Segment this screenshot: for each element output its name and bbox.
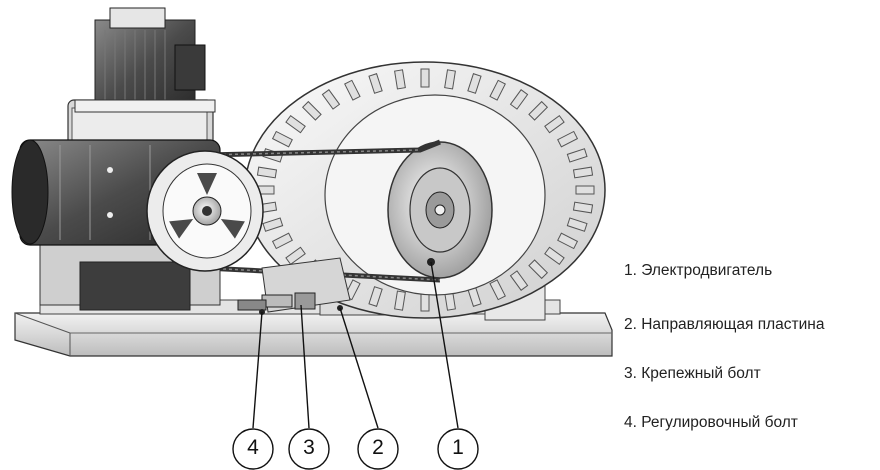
gear-tooth — [575, 185, 595, 195]
gear-tooth — [509, 89, 529, 110]
guide-plate-assembly — [237, 257, 351, 315]
gear-tooth — [420, 292, 430, 312]
callout-circle-4 — [232, 428, 274, 470]
gear-tooth — [557, 232, 579, 250]
pulley-spoke — [169, 219, 194, 239]
gear-tooth — [344, 79, 361, 101]
pulley-spoke — [220, 219, 245, 239]
gear-tooth — [271, 232, 293, 250]
gear-tooth — [566, 217, 588, 232]
gear-tooth — [444, 69, 456, 90]
gear-tooth — [572, 201, 594, 214]
large-drum — [244, 61, 606, 319]
callout-label-1: 1 — [452, 436, 464, 459]
top-motor — [74, 7, 216, 113]
leader-line-1 — [430, 261, 459, 429]
gear-tooth — [566, 148, 588, 163]
leader-lines — [252, 261, 459, 429]
gear-tooth — [467, 73, 482, 94]
legend-item-fastening-bolt: 3. Крепежный болт — [624, 365, 761, 382]
callout-circle-1 — [437, 428, 479, 470]
gear-tooth — [262, 217, 284, 232]
legend-item-adjusting-bolt: 4. Регулировочный болт — [624, 414, 798, 431]
leader-line-3 — [300, 304, 310, 429]
callout-circle-2 — [357, 428, 399, 470]
gear-tooth — [271, 130, 293, 148]
gear-tooth — [394, 290, 406, 311]
gear-tooth — [489, 79, 506, 101]
gear-tooth — [509, 270, 529, 291]
gear-tooth — [321, 89, 341, 110]
gear-tooth — [489, 279, 506, 301]
gear-tooth — [368, 286, 383, 307]
legend-item-motor: 1. Электродвигатель — [624, 262, 773, 279]
gear-tooth — [544, 246, 565, 266]
leader-line-2 — [339, 307, 379, 429]
gear-tooth — [285, 246, 306, 266]
gear-tooth — [420, 68, 430, 88]
callout-label-3: 3 — [303, 436, 315, 459]
gear-tooth — [256, 166, 278, 179]
callout-circle-3 — [288, 428, 330, 470]
legend-item-guide-plate: 2. Направляющая пластина — [624, 316, 825, 333]
leader-line-4 — [252, 311, 263, 429]
gear-tooth — [528, 259, 549, 280]
gear-tooth — [368, 73, 383, 94]
small-pulley — [146, 150, 264, 272]
gear-tooth — [557, 130, 579, 148]
gear-tooth — [528, 100, 549, 121]
pulley-spoke — [197, 173, 217, 195]
callout-label-2: 2 — [372, 436, 384, 459]
gear-tooth — [572, 166, 594, 179]
gear-tooth — [285, 114, 306, 134]
gear-tooth — [301, 100, 322, 121]
gear-tooth — [394, 69, 406, 90]
callout-circles — [232, 428, 479, 470]
gear-tooth — [544, 114, 565, 134]
callout-label-4: 4 — [247, 436, 259, 459]
